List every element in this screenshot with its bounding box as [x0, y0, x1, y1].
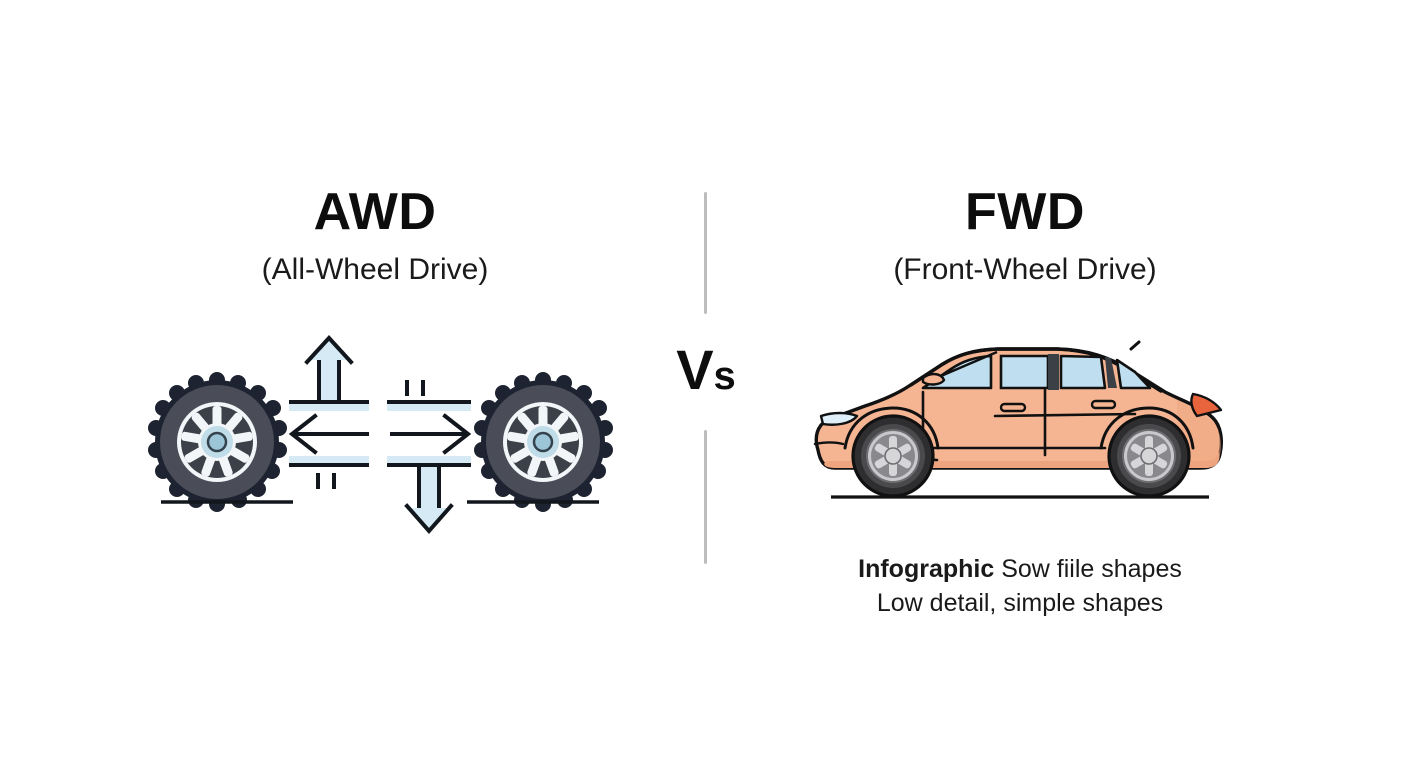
car-door-handles: [999, 399, 1117, 413]
versus-sub-letter: s: [713, 354, 736, 398]
fwd-car-illustration: [805, 330, 1235, 520]
versus-label: Vs: [646, 342, 766, 398]
awd-diagram: [148, 335, 613, 550]
awd-subtitle: (All-Wheel Drive): [261, 252, 489, 286]
car-rear-wheel: [1107, 414, 1191, 498]
awd-wheel-left: [148, 372, 287, 512]
fwd-caption-line-1-strong: Infographic: [858, 555, 995, 583]
awd-title: AWD: [313, 183, 437, 241]
car-front-intake: [813, 441, 845, 446]
fwd-heading-block: FWD (Front-Wheel Drive): [790, 185, 1260, 288]
car-taillight-icon: [1190, 392, 1223, 418]
awd-heading-block: AWD (All-Wheel Drive): [140, 185, 610, 288]
fwd-caption-block: Infographic Sow fiile shapes Low detail,…: [800, 552, 1240, 620]
car-antenna: [1129, 340, 1141, 351]
center-divider-upper: [704, 192, 707, 314]
awd-wheel-right: [474, 372, 613, 512]
car-windows: [921, 354, 1152, 390]
awd-arrow-up-icon: [304, 335, 354, 400]
fwd-subtitle: (Front-Wheel Drive): [893, 252, 1157, 286]
fwd-caption-line-2: Low detail, simple shapes: [876, 589, 1164, 617]
awd-arrow-left-icon: [288, 413, 369, 455]
car-greenhouse: [909, 347, 1163, 393]
car-headlight-icon: [819, 411, 859, 426]
awd-axle-bars: [289, 400, 471, 467]
center-divider-lower: [704, 430, 707, 564]
fwd-caption-line-1: Infographic Sow fiile shapes: [800, 552, 1240, 586]
awd-arrow-right-icon: [390, 413, 472, 455]
fwd-caption-line-1-rest: Sow fiile shapes: [994, 555, 1182, 583]
awd-arrow-down-icon: [404, 467, 454, 535]
car-side-mirror: [921, 372, 946, 386]
awd-tick-marks: [316, 380, 425, 489]
fwd-title: FWD: [965, 183, 1085, 241]
versus-main-letter: V: [676, 338, 714, 401]
car-front-wheel: [851, 414, 935, 498]
